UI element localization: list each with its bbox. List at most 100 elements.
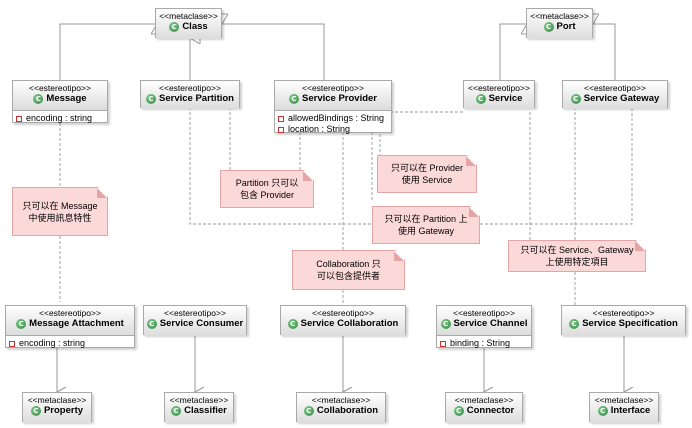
- metaclass-stereotype-label: <<metaclase>>: [159, 11, 218, 21]
- gen-line-gateway: [593, 24, 616, 80]
- attribute-row[interactable]: allowedBindings : String: [278, 113, 388, 124]
- stereotype-label: <<estereotipo>>: [584, 83, 646, 93]
- attribute-icon: [278, 115, 284, 122]
- note-message[interactable]: 只可以在 Message 中使用訊息特性: [12, 187, 108, 236]
- class-icon: C: [597, 406, 608, 416]
- stereotype-label: <<estereotipo>>: [164, 308, 226, 318]
- stereotype-name: Service Gateway: [583, 93, 660, 104]
- stereotype-name: Service Channel: [453, 318, 528, 329]
- metaclass-stereotype-label: <<metaclase>>: [454, 395, 514, 405]
- class-icon: C: [440, 319, 451, 329]
- gen-line-provider: [222, 24, 325, 80]
- attribute-icon: [440, 340, 446, 347]
- class-icon: C: [169, 22, 180, 32]
- stereotype-label: <<estereotipo>>: [312, 308, 374, 318]
- stereotype-name: Service Consumer: [159, 318, 244, 329]
- class-icon: C: [453, 406, 464, 416]
- attribute-text: encoding : string: [19, 338, 86, 348]
- stereotype-label: <<estereotipo>>: [468, 83, 530, 93]
- stereotype-label: <<estereotipo>>: [302, 83, 364, 93]
- attribute-text: allowedBindings : String: [288, 113, 385, 123]
- attribute-text: binding : String: [450, 338, 511, 348]
- attribute-text: location : String: [288, 124, 351, 134]
- metaclass-name: Connector: [466, 405, 515, 416]
- class-icon: C: [569, 319, 580, 329]
- note-gateway[interactable]: 只可以在 Partition 上 使用 Gateway: [372, 206, 480, 244]
- class-icon: C: [171, 406, 182, 416]
- note-text: Collaboration 只 可以包含提供者: [316, 259, 381, 281]
- note-service-gateway[interactable]: 只可以在 Service、Gateway 上使用特定項目: [508, 240, 646, 272]
- metaclass-stereotype-label: <<metaclase>>: [530, 11, 589, 21]
- note-link-gateway-partition: [189, 107, 372, 225]
- stereotype-name: Service Partition: [159, 93, 234, 104]
- class-icon: C: [33, 94, 44, 104]
- stereotype-label: <<estereotipo>>: [453, 308, 515, 318]
- class-icon: C: [570, 94, 581, 104]
- metaclass-name: Class: [182, 21, 208, 32]
- class-icon: C: [303, 406, 314, 416]
- note-text: 只可以在 Partition 上 使用 Gateway: [384, 214, 468, 236]
- attribute-row[interactable]: binding : String: [440, 338, 528, 349]
- class-icon: C: [543, 22, 554, 32]
- stereotype-name: Service Collaboration: [300, 318, 399, 329]
- note-partition[interactable]: Partition 只可以 包含 Provider: [220, 170, 314, 208]
- class-icon: C: [146, 94, 156, 104]
- attribute-text: encoding : string: [26, 113, 93, 123]
- stereotype-label: <<estereotipo>>: [29, 83, 91, 93]
- metaclass-stereotype-label: <<metaclase>>: [27, 395, 87, 405]
- class-icon: C: [16, 319, 27, 329]
- class-icon: C: [146, 319, 157, 329]
- note-collaboration[interactable]: Collaboration 只 可以包含提供者: [292, 250, 405, 290]
- attribute-row[interactable]: encoding : string: [9, 338, 131, 349]
- metaclass-stereotype-label: <<metaclase>>: [169, 395, 229, 405]
- metaclass-name: Property: [43, 405, 84, 416]
- class-icon: C: [30, 406, 41, 416]
- attribute-icon: [16, 115, 22, 122]
- note-text: 只可以在 Provider 使用 Service: [390, 163, 463, 185]
- note-link-provider-service: [379, 111, 463, 155]
- attribute-icon: [9, 340, 15, 347]
- metaclass-stereotype-label: <<metaclase>>: [594, 395, 654, 405]
- attribute-row[interactable]: location : String: [278, 124, 388, 135]
- stereotype-name: Service Specification: [582, 318, 678, 329]
- metaclass-name: Collaboration: [316, 405, 379, 416]
- class-icon: C: [475, 94, 486, 104]
- gen-line-service: [499, 24, 527, 80]
- metaclass-name: Classifier: [184, 405, 227, 416]
- stereotype-name: Message Attachment: [29, 318, 124, 329]
- stereotype-name: Service: [488, 93, 523, 104]
- gen-line-message: [59, 24, 157, 80]
- stereotype-label: <<estereotipo>>: [159, 83, 221, 93]
- note-text: 只可以在 Service、Gateway 上使用特定項目: [520, 245, 634, 267]
- metaclass-name: Interface: [610, 405, 651, 416]
- stereotype-label: <<estereotipo>>: [592, 308, 655, 318]
- attribute-icon: [278, 126, 284, 133]
- metaclass-stereotype-label: <<metaclase>>: [311, 395, 371, 405]
- attribute-row[interactable]: encoding : string: [16, 113, 104, 124]
- note-text: 只可以在 Message 中使用訊息特性: [22, 200, 98, 223]
- note-provider[interactable]: 只可以在 Provider 使用 Service: [377, 155, 477, 193]
- note-text: Partition 只可以 包含 Provider: [235, 178, 299, 200]
- stereotype-label: <<estereotipo>>: [39, 308, 101, 318]
- note-link-gateway: [480, 107, 633, 225]
- metaclass-name: Port: [556, 21, 576, 32]
- class-icon: C: [287, 319, 298, 329]
